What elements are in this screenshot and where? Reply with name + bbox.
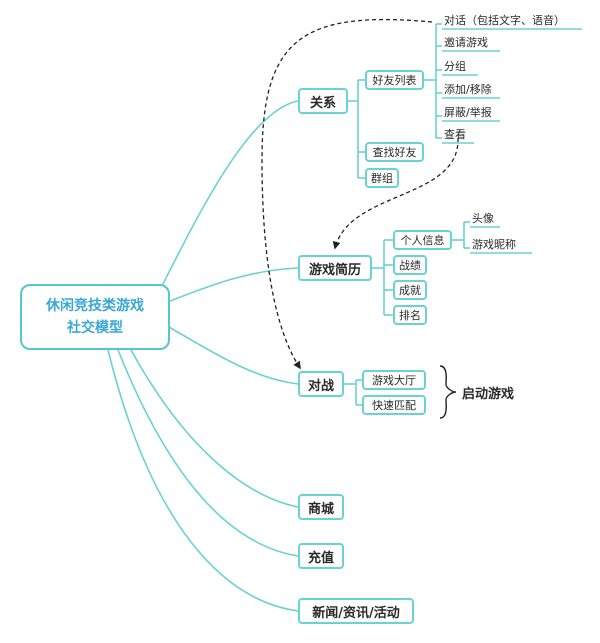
link-root-recharge [117, 349, 299, 557]
link-root-relation [154, 100, 299, 301]
link-root-battle [159, 321, 299, 385]
friend-action-invite: 邀请游戏 [444, 36, 488, 49]
start-game-label: 启动游戏 [462, 387, 515, 402]
root-title-line1: 休闲竞技类游戏 [46, 298, 144, 314]
node-ranking: 排名 [393, 305, 427, 325]
node-group: 群组 [365, 168, 399, 188]
friend-action-group: 分组 [444, 60, 466, 73]
branch-recharge: 充值 [298, 543, 344, 569]
friend-action-block-report: 屏蔽/举报 [444, 106, 492, 119]
branch-battle: 对战 [298, 371, 344, 397]
node-friend-list: 好友列表 [365, 70, 424, 90]
node-quick-match: 快速匹配 [362, 395, 426, 415]
branch-relation: 关系 [298, 88, 348, 114]
root-node: 休闲竞技类游戏 社交模型 [20, 284, 170, 350]
friend-action-add-remove: 添加/移除 [444, 83, 492, 96]
friend-action-view: 查看 [444, 128, 466, 141]
node-achievement: 成就 [393, 280, 427, 300]
link-root-profile [159, 267, 299, 306]
dashed-arrow-to-battle [261, 18, 433, 370]
info-avatar: 头像 [472, 212, 494, 225]
node-game-lobby: 游戏大厅 [362, 370, 426, 390]
link-root-news [107, 349, 299, 612]
link-root-shop [129, 347, 299, 508]
curly-brace [439, 365, 457, 419]
friend-action-chat: 对话（包括文字、语音） [444, 14, 565, 27]
branch-news: 新闻/资讯/活动 [298, 598, 414, 624]
info-nickname: 游戏昵称 [472, 238, 516, 251]
dashed-arrow-to-profile [332, 137, 459, 250]
node-personal-info: 个人信息 [393, 230, 452, 250]
node-find-friends: 查找好友 [365, 142, 424, 162]
node-record: 战绩 [393, 255, 427, 275]
branch-shop: 商城 [298, 494, 344, 520]
branch-profile: 游戏简历 [298, 255, 372, 281]
root-title-line2: 社交模型 [67, 320, 123, 336]
